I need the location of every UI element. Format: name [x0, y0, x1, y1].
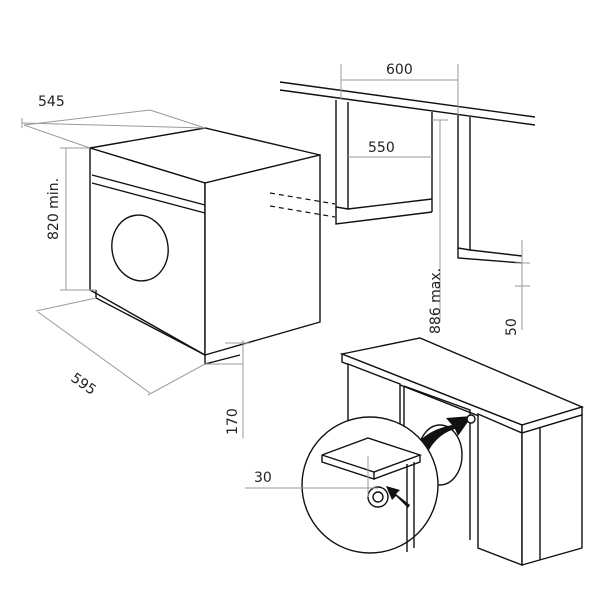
dim-820: [60, 147, 96, 291]
detail-side: [373, 455, 421, 480]
detail-arrow: [386, 486, 410, 508]
dim-886: [432, 119, 448, 322]
label-600: 600: [386, 62, 413, 78]
label-886: 886 max.: [428, 268, 444, 334]
machine-base-2: [204, 354, 241, 365]
label-595: 595: [68, 370, 99, 398]
dim-600: [340, 64, 459, 115]
machine-opening: [403, 385, 471, 540]
connection-dashes: [269, 192, 336, 218]
dim-545: [21, 109, 206, 149]
detail-bolt-inner: [372, 491, 384, 503]
plinth: [457, 248, 523, 264]
dim-170: [205, 340, 250, 438]
plinth-2: [469, 249, 523, 257]
label-50: 50: [504, 318, 520, 336]
left-panel: [335, 100, 349, 210]
countertop-top: [279, 81, 536, 118]
dim-595: [35, 297, 206, 396]
label-550: 550: [368, 140, 395, 156]
cabinet-floor: [335, 207, 433, 225]
right-cabinet-side: [521, 414, 583, 566]
right-panel: [457, 115, 471, 251]
machine-door: [111, 214, 169, 282]
dim-50: [515, 240, 530, 330]
detail-zoom: [245, 416, 439, 554]
right-cabinet: [477, 412, 523, 567]
detail-front: [321, 455, 375, 480]
washing-machine: [89, 127, 321, 365]
cabinet-floor-2: [347, 198, 433, 210]
label-820: 820 min.: [46, 178, 62, 240]
label-545: 545: [38, 94, 65, 110]
label-170: 170: [225, 408, 241, 435]
fixing-arrow: [415, 414, 476, 452]
control-panel-line-2: [91, 182, 206, 214]
label-30: 30: [254, 470, 272, 486]
machine-side: [204, 154, 321, 356]
control-panel-line: [91, 174, 206, 206]
cabinet-section: [279, 81, 536, 264]
countertop-bottom: [279, 89, 536, 126]
